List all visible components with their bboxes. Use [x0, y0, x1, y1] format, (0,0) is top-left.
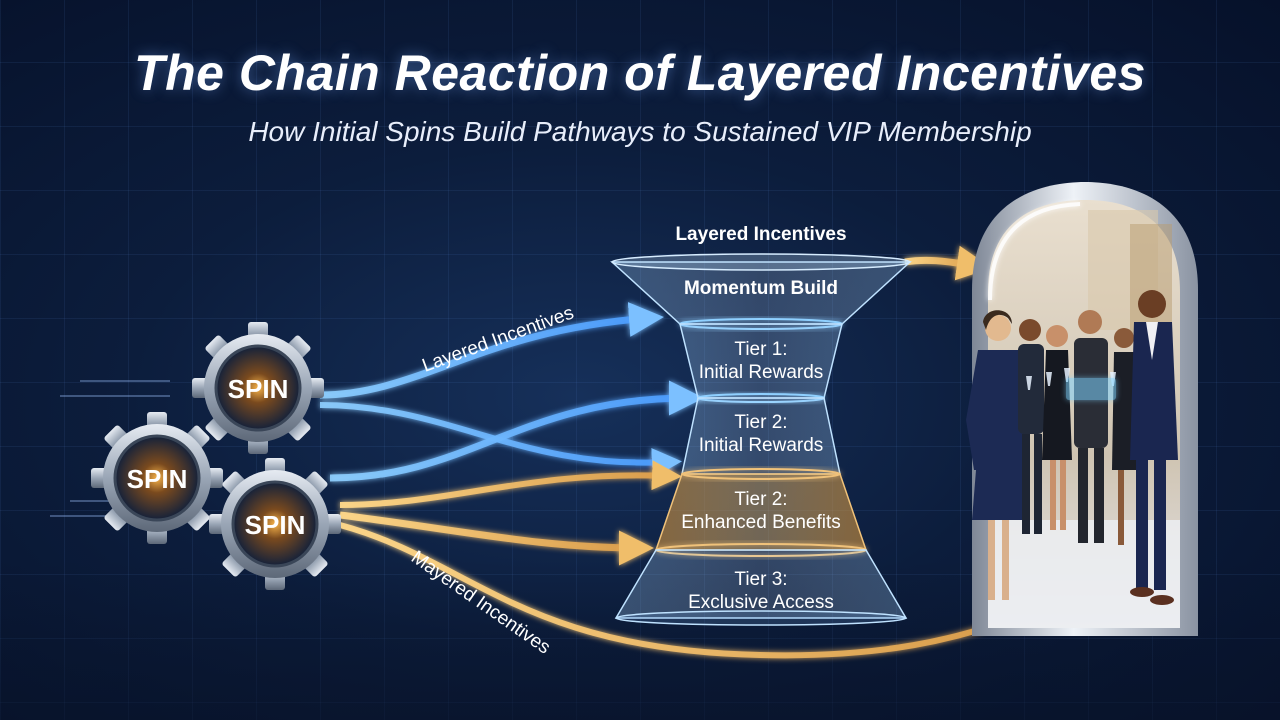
- vip-members: [966, 290, 1178, 605]
- gear-top: SPIN: [192, 322, 324, 454]
- blue-stream-upper: [319, 302, 664, 399]
- flow-label-upper: Layered Incentives: [420, 302, 577, 376]
- person-woman-front: [966, 310, 1030, 600]
- gear-bottom: SPIN: [209, 458, 341, 590]
- gear-left: SPIN: [91, 412, 223, 544]
- tier-2b-line1: Tier 2:: [734, 489, 787, 510]
- gear-top-label: SPIN: [228, 374, 289, 404]
- tier-3-line1: Tier 3:: [734, 569, 787, 590]
- blue-stream-cross-2: [329, 380, 704, 482]
- tier-momentum-line1: Momentum Build: [684, 278, 838, 299]
- tier-3-line2: Exclusive Access: [688, 592, 834, 613]
- gear-left-label: SPIN: [127, 464, 188, 494]
- flow-streams: [319, 245, 1032, 659]
- funnel-segment-tier1: [679, 323, 843, 399]
- gold-stream-2: [339, 511, 654, 566]
- gear-bottom-label: SPIN: [245, 510, 306, 540]
- tier-funnel: [610, 253, 912, 626]
- gold-stream-to-door: [904, 245, 992, 281]
- flow-label-lower: Mayered Incentives: [407, 547, 554, 659]
- tier-2a-line2: Initial Rewards: [699, 435, 824, 456]
- person-man-2: [1018, 319, 1044, 534]
- funnel-top-label: Layered Incentives: [675, 224, 846, 245]
- blue-stream-cross-1: [319, 402, 682, 478]
- tier-2b-line2: Enhanced Benefits: [681, 512, 841, 533]
- gold-stream-1: [339, 460, 682, 508]
- tier-2a-line1: Tier 2:: [734, 412, 787, 433]
- page-subtitle: How Initial Spins Build Pathways to Sust…: [248, 116, 1032, 147]
- page-title: The Chain Reaction of Layered Incentives: [134, 45, 1146, 101]
- tier-1-line1: Tier 1:: [734, 339, 787, 360]
- holographic-panel: [1066, 378, 1116, 400]
- tier-1-line2: Initial Rewards: [699, 362, 824, 383]
- gold-stream-long: [339, 522, 1032, 659]
- person-man-front: [1130, 290, 1178, 605]
